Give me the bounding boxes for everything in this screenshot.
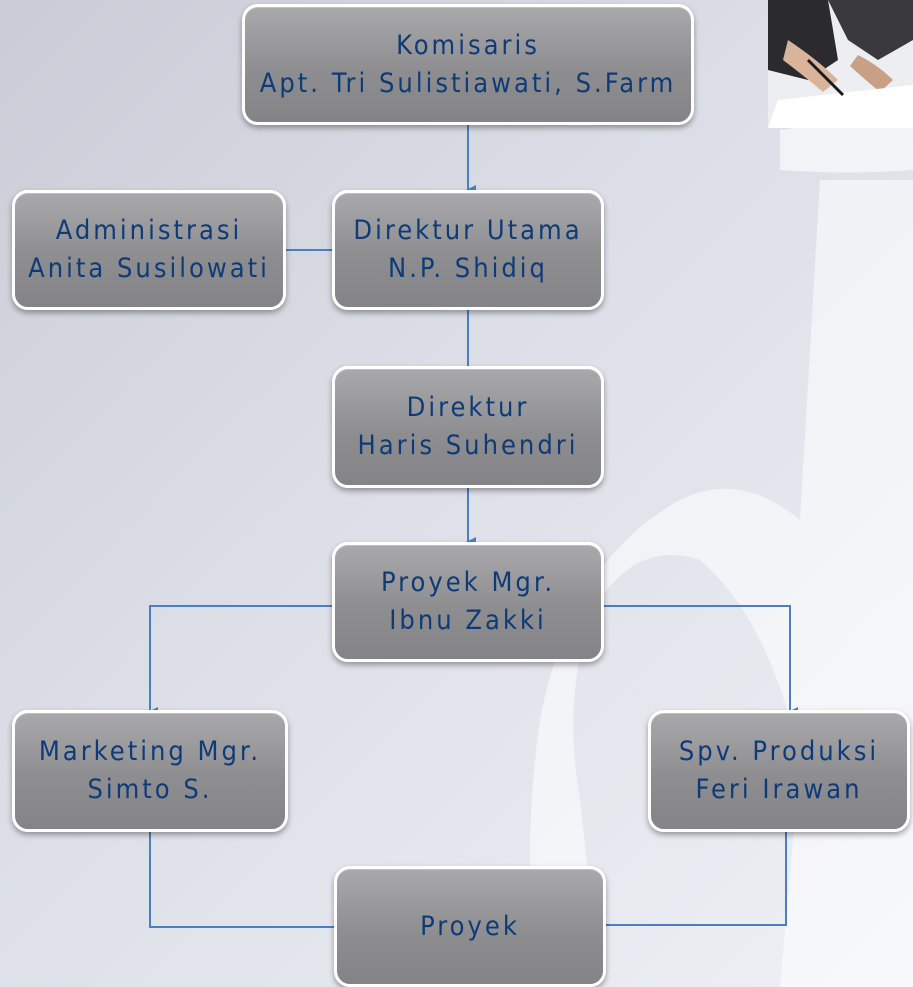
node-administrasi-role: Administrasi: [55, 215, 243, 246]
connector-spv-produksi-proyek: [604, 830, 787, 926]
node-direktur-utama-name: N.P. Shidiq: [388, 253, 548, 284]
node-proyek-mgr-name: Ibnu Zakki: [389, 605, 547, 636]
connector-marketing-proyek: [149, 830, 336, 928]
node-spv-produksi: Spv. Produksi Feri Irawan: [648, 710, 910, 832]
node-direktur-utama: Direktur Utama N.P. Shidiq: [332, 190, 604, 310]
node-proyek-role: Proyek: [420, 910, 520, 942]
business-signing-photo: [768, 0, 913, 128]
node-proyek: Proyek: [334, 866, 606, 987]
connector-proyek-mgr-spv-produksi: [604, 605, 798, 717]
node-komisaris-name: Apt. Tri Sulistiawati, S.Farm: [259, 67, 677, 99]
node-direktur: Direktur Haris Suhendri: [332, 366, 604, 488]
node-spv-produksi-role: Spv. Produksi: [678, 736, 880, 767]
node-direktur-utama-role: Direktur Utama: [353, 215, 583, 246]
connector-proyek-mgr-marketing: [148, 605, 334, 717]
node-administrasi: Administrasi Anita Susilowati: [12, 190, 286, 310]
node-komisaris: Komisaris Apt. Tri Sulistiawati, S.Farm: [242, 4, 694, 125]
node-marketing-mgr-role: Marketing Mgr.: [38, 736, 262, 767]
node-direktur-role: Direktur: [406, 392, 530, 423]
node-spv-produksi-name: Feri Irawan: [695, 774, 863, 805]
node-marketing-mgr: Marketing Mgr. Simto S.: [12, 710, 288, 832]
node-komisaris-role: Komisaris: [396, 29, 540, 61]
node-proyek-mgr-role: Proyek Mgr.: [380, 567, 556, 598]
node-direktur-name: Haris Suhendri: [357, 430, 579, 461]
node-administrasi-name: Anita Susilowati: [28, 253, 270, 284]
node-proyek-mgr: Proyek Mgr. Ibnu Zakki: [332, 542, 604, 662]
node-marketing-mgr-name: Simto S.: [87, 774, 213, 805]
